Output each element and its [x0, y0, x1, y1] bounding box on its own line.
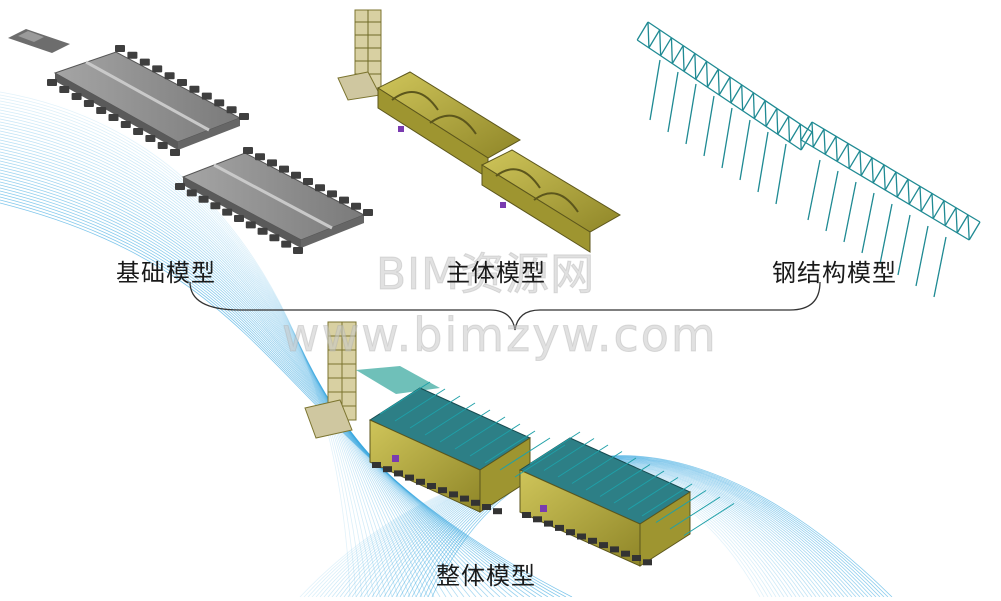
label-steel-structure-model: 钢结构模型: [772, 259, 897, 287]
label-main-body-model: 主体模型: [446, 259, 546, 287]
foundation-model-illustration: [8, 29, 373, 254]
brace-connector: [189, 281, 821, 331]
label-whole-model: 整体模型: [436, 562, 536, 590]
main-body-model-illustration: [337, 9, 621, 253]
steel-structure-model-illustration: [636, 21, 981, 298]
label-foundation-model: 基础模型: [116, 259, 216, 287]
whole-model-illustration: [304, 321, 735, 567]
